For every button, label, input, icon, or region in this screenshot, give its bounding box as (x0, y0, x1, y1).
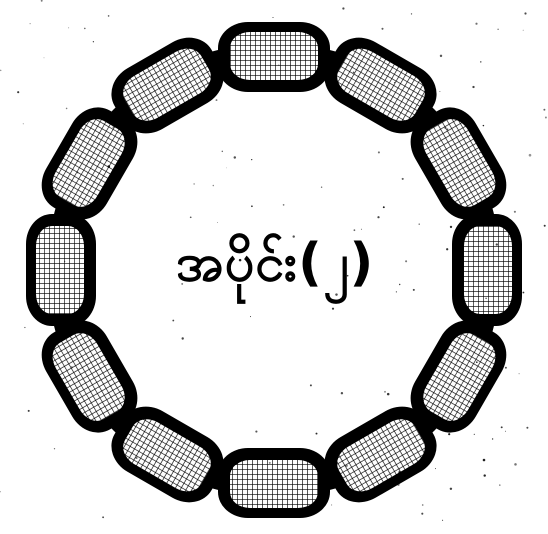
ring-segment (26, 214, 96, 326)
ring-segment (218, 22, 330, 92)
section-heading: အပိုင်း(၂) (150, 228, 400, 308)
ring-segment (218, 448, 330, 518)
ring-segment (452, 214, 522, 326)
